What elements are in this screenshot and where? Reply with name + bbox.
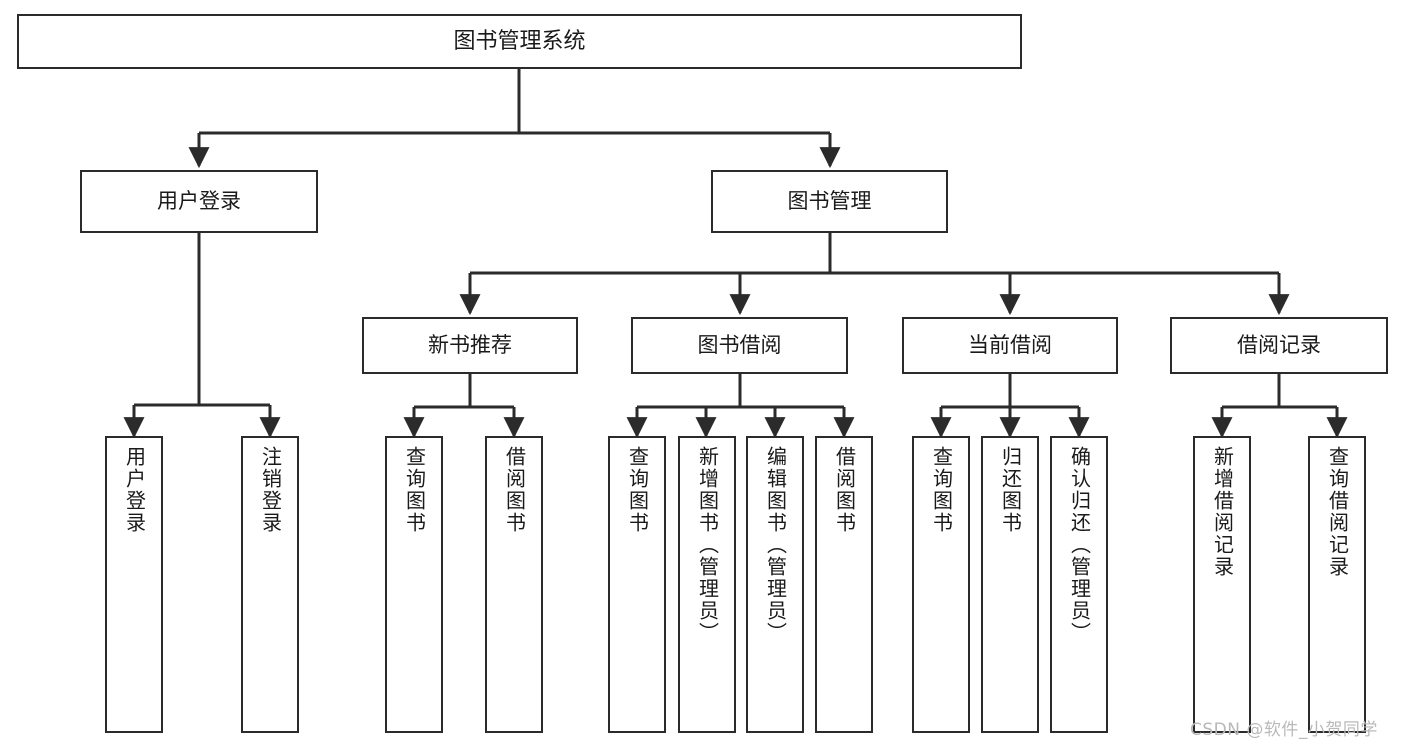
- node-leaf-confirm-return-admin[interactable]: 确认归还（管理员）: [1050, 436, 1108, 733]
- node-leaf-query-borrow-record-label: 查询借阅记录: [1325, 446, 1350, 578]
- node-leaf-add-book-admin-label: 新增图书（管理员）: [695, 446, 720, 644]
- node-leaf-borrow-book-2-label: 借阅图书: [832, 446, 857, 534]
- node-book-borrow[interactable]: 图书借阅: [631, 317, 848, 374]
- node-leaf-add-book-admin[interactable]: 新增图书（管理员）: [678, 436, 736, 733]
- node-leaf-borrow-book-1-label: 借阅图书: [502, 446, 527, 534]
- node-leaf-query-book-1[interactable]: 查询图书: [385, 436, 443, 733]
- node-user-login-label: 用户登录: [157, 189, 241, 214]
- node-book-borrow-label: 图书借阅: [697, 333, 782, 358]
- node-leaf-confirm-return-admin-label: 确认归还（管理员）: [1067, 446, 1092, 644]
- node-leaf-user-login[interactable]: 用户登录: [105, 436, 163, 733]
- node-leaf-edit-book-admin-label: 编辑图书（管理员）: [763, 446, 788, 644]
- node-borrow-record-label: 借阅记录: [1237, 333, 1321, 358]
- node-book-manage[interactable]: 图书管理: [711, 170, 948, 233]
- node-leaf-logout-login[interactable]: 注销登录: [241, 436, 299, 733]
- node-leaf-borrow-book-2[interactable]: 借阅图书: [815, 436, 873, 733]
- node-leaf-return-book[interactable]: 归还图书: [981, 436, 1039, 733]
- node-leaf-logout-login-label: 注销登录: [258, 446, 283, 534]
- node-borrow-record[interactable]: 借阅记录: [1170, 317, 1388, 374]
- node-leaf-query-book-3[interactable]: 查询图书: [912, 436, 970, 733]
- node-leaf-query-book-3-label: 查询图书: [929, 446, 954, 534]
- node-leaf-add-borrow-record-label: 新增借阅记录: [1210, 446, 1235, 578]
- node-leaf-query-book-2[interactable]: 查询图书: [608, 436, 666, 733]
- csdn-watermark: CSDN @软件_小贺同学: [1190, 720, 1378, 740]
- node-current-borrow[interactable]: 当前借阅: [902, 317, 1118, 374]
- node-leaf-edit-book-admin[interactable]: 编辑图书（管理员）: [746, 436, 804, 733]
- node-leaf-query-book-2-label: 查询图书: [625, 446, 650, 534]
- node-new-book-recommend[interactable]: 新书推荐: [362, 317, 578, 374]
- node-root-label: 图书管理系统: [453, 28, 586, 54]
- node-leaf-query-borrow-record[interactable]: 查询借阅记录: [1308, 436, 1366, 733]
- node-root[interactable]: 图书管理系统: [17, 14, 1022, 69]
- node-current-borrow-label: 当前借阅: [968, 333, 1052, 358]
- node-book-manage-label: 图书管理: [787, 189, 872, 214]
- node-leaf-user-login-label: 用户登录: [122, 446, 147, 534]
- node-new-book-recommend-label: 新书推荐: [428, 333, 512, 358]
- node-leaf-return-book-label: 归还图书: [998, 446, 1023, 534]
- node-leaf-add-borrow-record[interactable]: 新增借阅记录: [1193, 436, 1251, 733]
- node-user-login[interactable]: 用户登录: [80, 170, 318, 233]
- node-leaf-query-book-1-label: 查询图书: [402, 446, 427, 534]
- node-leaf-borrow-book-1[interactable]: 借阅图书: [485, 436, 543, 733]
